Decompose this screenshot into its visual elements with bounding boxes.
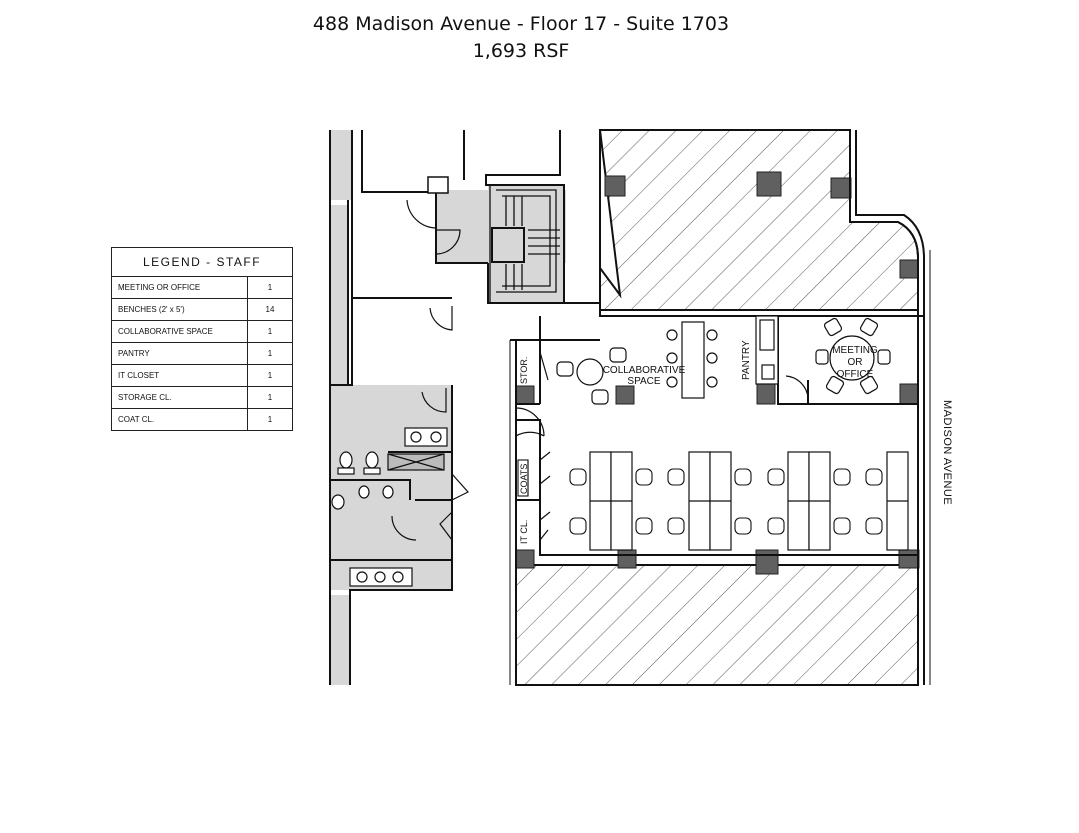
room-label-meeting-2: OR: [848, 357, 863, 368]
stair: [427, 176, 565, 304]
street-label: MADISON AVENUE: [941, 400, 953, 505]
room-label-collab-1: COLLABORATIVE: [603, 365, 686, 376]
restroom-fixtures: [331, 427, 448, 587]
legend-label: COAT CL.: [111, 408, 248, 431]
pantry-counter: [755, 315, 779, 385]
hatched-zones: [515, 129, 919, 686]
legend-count: 1: [247, 408, 293, 431]
page-subtitle: 1,693 RSF: [472, 40, 570, 62]
room-label-coats: COATS: [519, 464, 529, 494]
core-shading: [330, 130, 566, 685]
page-title: 488 Madison Avenue - Floor 17 - Suite 17…: [312, 13, 730, 35]
meeting-furniture: [815, 317, 891, 395]
bench-chairs: [569, 468, 883, 535]
walls: [329, 130, 931, 685]
room-label-meeting-3: OFFICE: [837, 369, 874, 380]
collaborative-furniture: [556, 321, 718, 405]
benches: [589, 451, 909, 551]
structural-columns: [515, 171, 920, 575]
room-label-collab-2: SPACE: [627, 376, 660, 387]
legend-row: COAT CL.1: [111, 408, 293, 431]
legend-heading: LEGEND - STAFF: [111, 247, 293, 277]
closet-details: [517, 459, 529, 497]
room-label-it-closet: IT CL.: [519, 520, 529, 544]
room-label-meeting-1: MEETING: [832, 345, 878, 356]
room-label-storage: STOR.: [519, 357, 529, 384]
door-swings: [391, 199, 809, 541]
room-label-pantry: PANTRY: [741, 340, 752, 380]
